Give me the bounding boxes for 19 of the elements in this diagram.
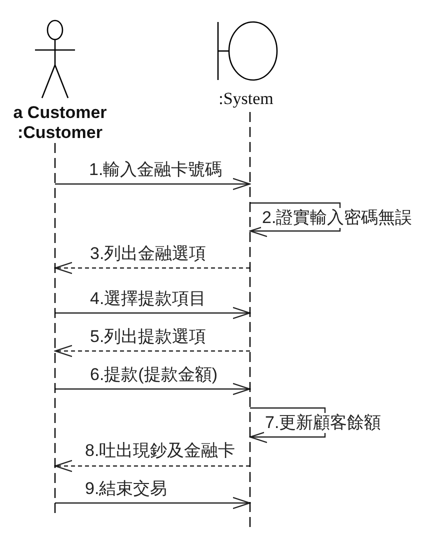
self-message-arrow [249, 202, 341, 238]
message-arrow [55, 382, 251, 396]
return-message-arrow [54, 460, 250, 472]
actor-name: a Customer :Customer [12, 103, 108, 143]
message-arrow [55, 496, 251, 510]
message-label: 1.輸入金融卡號碼 [88, 160, 224, 180]
self-message-arrow [249, 407, 326, 444]
message-label: 2.證實輸入密碼無誤 [261, 208, 414, 228]
message-label: 5.列出提款選項 [89, 327, 208, 347]
object-name: :System [218, 89, 274, 109]
message-arrow [55, 306, 251, 320]
message-label: 9.結束交易 [84, 479, 168, 499]
return-message-arrow [54, 344, 250, 358]
return-message-arrow [54, 262, 250, 274]
message-label: 3.列出金融選項 [89, 244, 208, 264]
message-arrow [55, 178, 251, 190]
message-label: 8.吐出現鈔及金融卡 [84, 441, 236, 461]
message-label: 7.更新顧客餘額 [264, 413, 382, 433]
message-label: 6.提款(提款金額) [89, 365, 218, 385]
